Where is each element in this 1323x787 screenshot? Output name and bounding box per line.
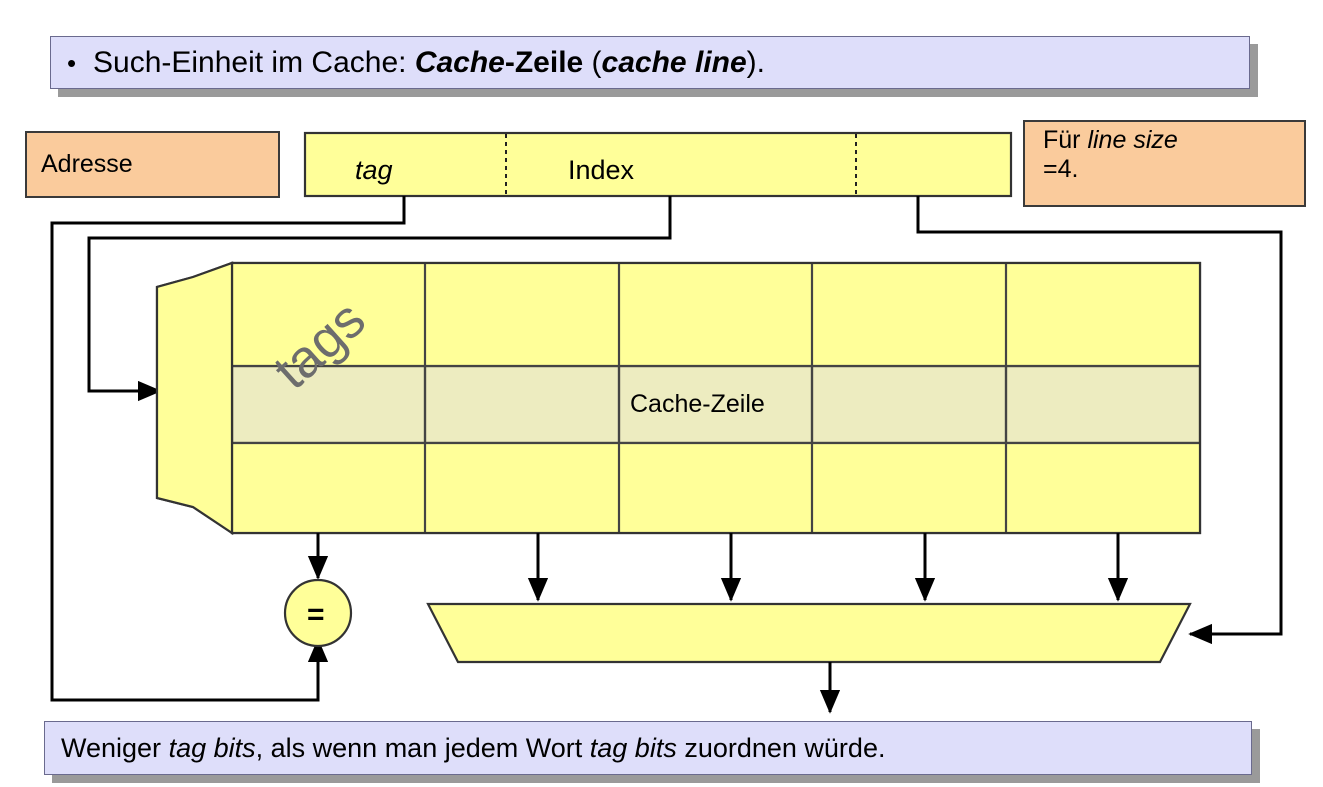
address-bar: [303, 131, 1013, 198]
decoder-block-front: [155, 261, 234, 536]
title-part-close: ).: [746, 45, 765, 79]
footer-tagbits-1: tag bits: [168, 732, 256, 763]
note-line-1: Für line size: [1043, 126, 1304, 155]
cache-line-label: Cache-Zeile: [630, 390, 765, 418]
note-line-2: =4.: [1043, 155, 1079, 183]
cache-row-bottom: [233, 444, 1199, 532]
line-size-note: Für line size =4.: [1023, 120, 1306, 207]
address-field-tag: tag: [355, 155, 393, 185]
title-part-open: (: [583, 45, 602, 79]
title-text: Such-Einheit im Cache: Cache-Zeile (cach…: [93, 46, 765, 80]
footer-part-5: zuordnen würde.: [676, 732, 886, 763]
comparator-circle: [283, 578, 353, 648]
title-part-1: Such-Einheit im Cache:: [93, 45, 415, 79]
cache-row-top: [233, 264, 1199, 365]
footer-part-1: Weniger: [61, 732, 169, 763]
footer-tagbits-2: tag bits: [589, 732, 677, 763]
wire-offset-to-mux: [916, 196, 1283, 645]
multiplexer: [426, 602, 1192, 664]
wire-tag-to-comparator: [50, 196, 406, 702]
cache-grid-lines-top: [232, 263, 1200, 533]
address-label-box: Adresse: [25, 131, 280, 198]
title-banner: • Such-Einheit im Cache: Cache-Zeile (ca…: [50, 36, 1250, 89]
footer-banner: Weniger tag bits, als wenn man jedem Wor…: [44, 721, 1252, 775]
wire-index-to-decoder: [87, 196, 672, 402]
title-part-cacheline: cache line: [601, 45, 747, 79]
address-label-text: Adresse: [41, 150, 133, 178]
comparator-label: =: [307, 598, 325, 631]
cache-row-highlight: [232, 366, 1200, 443]
note-prefix: Für: [1043, 126, 1088, 154]
note-line-size: line size: [1087, 126, 1178, 154]
title-bullet: •: [67, 47, 77, 78]
title-part-cache: Cache: [414, 45, 505, 79]
address-field-index: Index: [568, 155, 635, 185]
title-part-zeile: -Zeile: [504, 45, 584, 79]
footer-part-3: , als wenn man jedem Wort: [255, 732, 590, 763]
footer-text: Weniger tag bits, als wenn man jedem Wor…: [61, 733, 885, 764]
